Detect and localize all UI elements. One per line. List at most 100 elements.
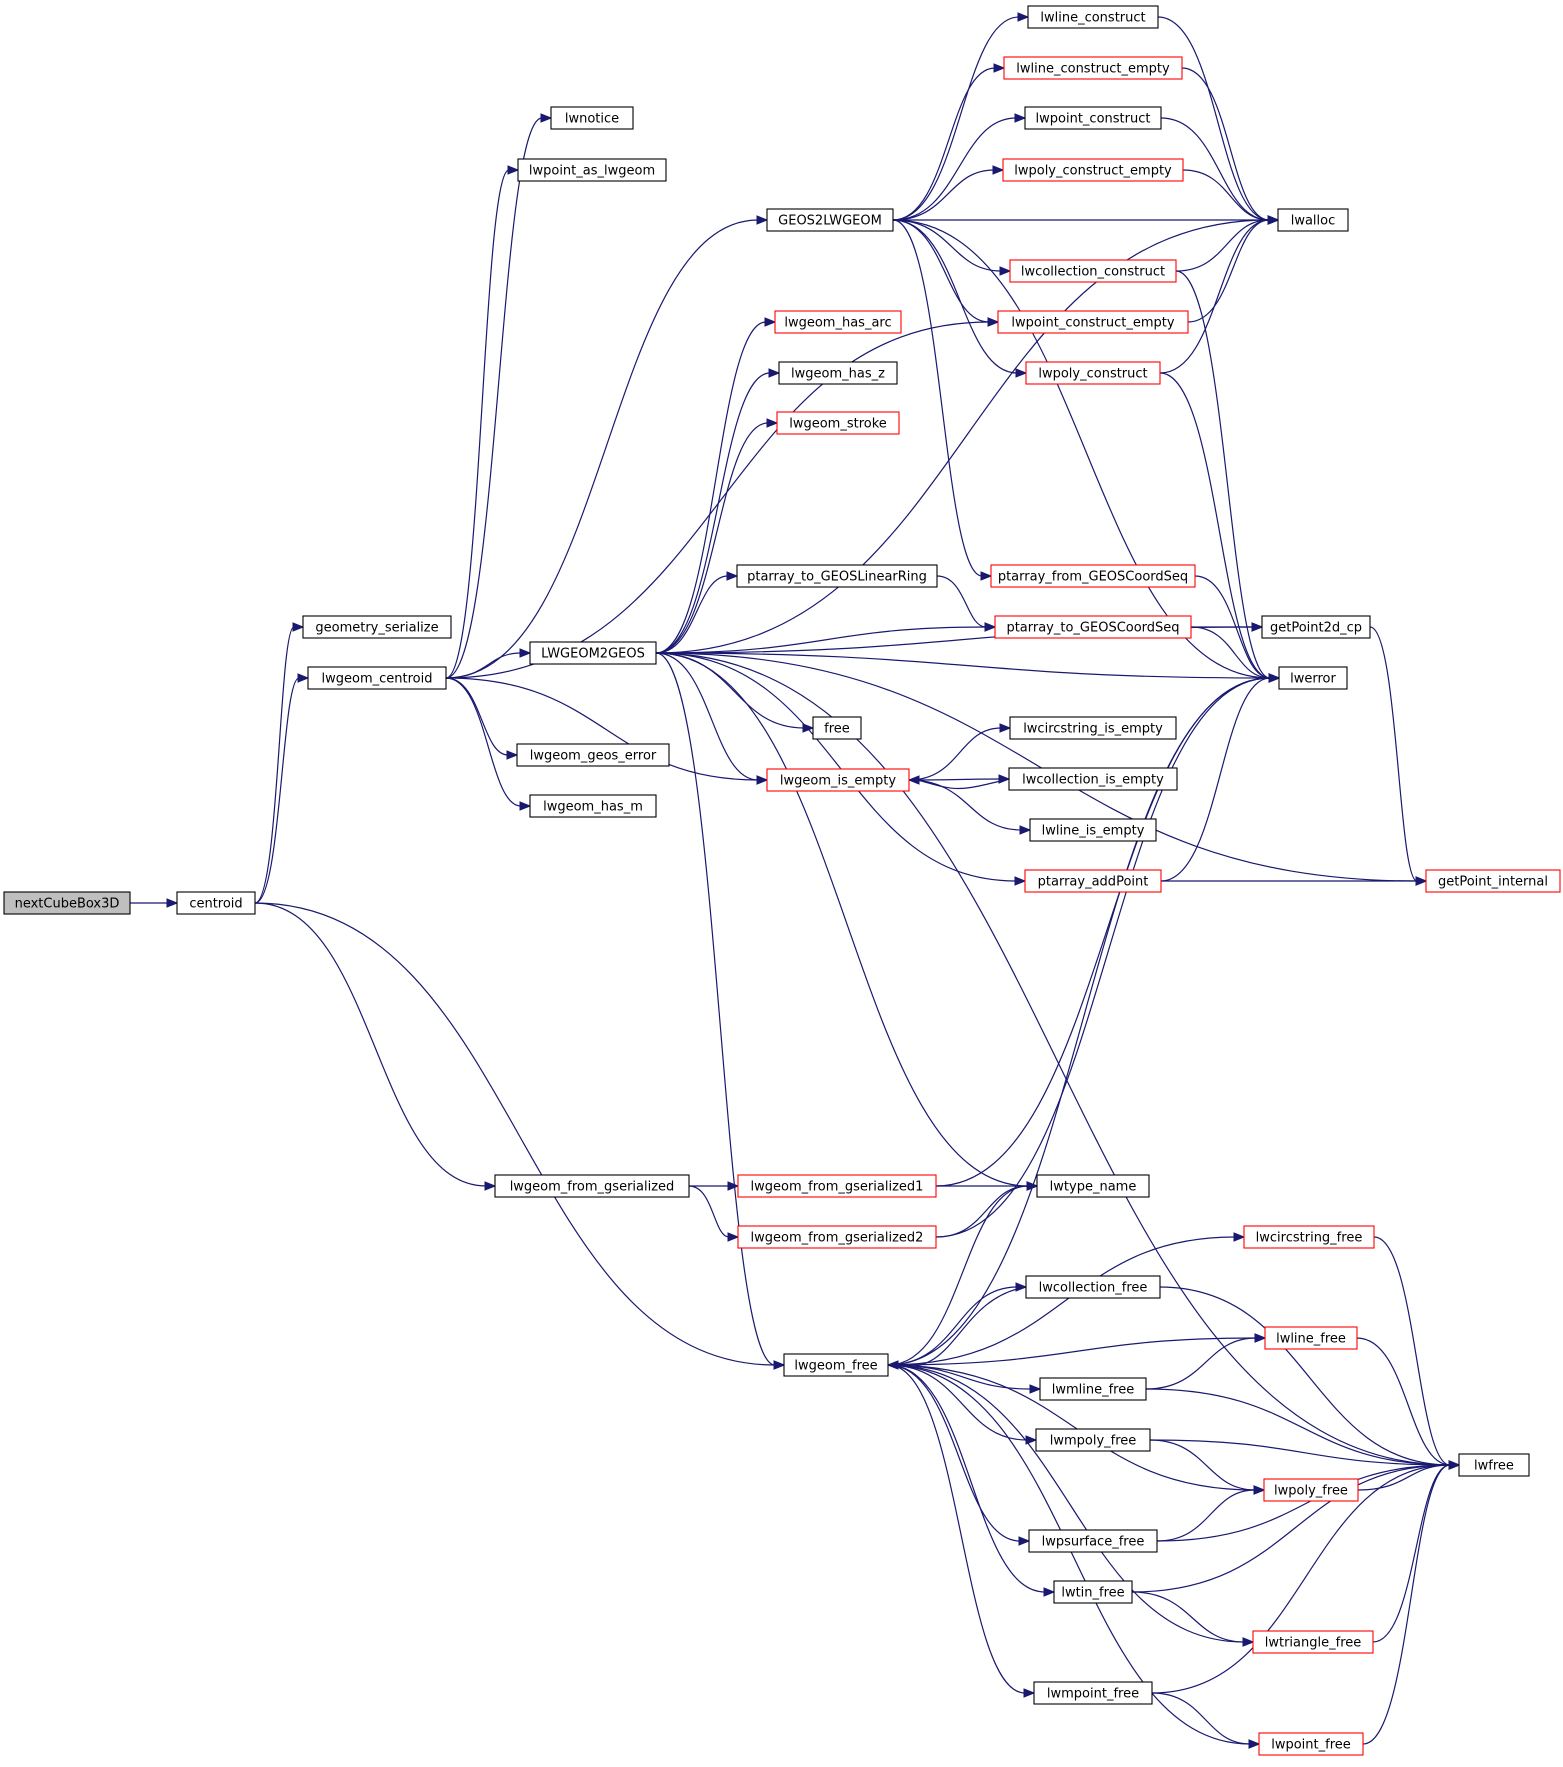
- node-box[interactable]: [1008, 767, 1178, 791]
- node-box[interactable]: [774, 310, 902, 334]
- node-box[interactable]: [529, 794, 657, 818]
- node-box[interactable]: [736, 564, 938, 588]
- node-box[interactable]: [1003, 56, 1183, 80]
- node-lwpoint_as_lwgeom[interactable]: lwpoint_as_lwgeom: [517, 158, 667, 182]
- node-box[interactable]: [550, 106, 634, 130]
- node-box[interactable]: [1002, 158, 1184, 182]
- node-box[interactable]: [994, 615, 1192, 639]
- node-lwnotice[interactable]: lwnotice: [550, 106, 634, 130]
- node-nextCubeBox3D[interactable]: nextCubeBox3D: [3, 891, 131, 915]
- node-lwalloc[interactable]: lwalloc: [1277, 208, 1349, 232]
- node-box[interactable]: [776, 411, 900, 435]
- node-box[interactable]: [516, 743, 670, 767]
- node-lwpoint_free[interactable]: lwpoint_free: [1258, 1732, 1364, 1756]
- node-geometry_serialize[interactable]: geometry_serialize: [302, 615, 452, 639]
- node-lwpoly_free[interactable]: lwpoly_free: [1263, 1478, 1359, 1502]
- node-lwgeom_from_gserialized2[interactable]: lwgeom_from_gserialized2: [737, 1225, 937, 1249]
- node-box[interactable]: [302, 615, 452, 639]
- node-lwcollection_construct[interactable]: lwcollection_construct: [1009, 259, 1177, 283]
- node-lwline_free[interactable]: lwline_free: [1264, 1326, 1358, 1350]
- node-lwgeom_has_arc[interactable]: lwgeom_has_arc: [774, 310, 902, 334]
- node-free[interactable]: free: [812, 716, 862, 740]
- node-box[interactable]: [737, 1174, 937, 1198]
- node-lwgeom_geos_error[interactable]: lwgeom_geos_error: [516, 743, 670, 767]
- node-lwline_construct[interactable]: lwline_construct: [1027, 5, 1159, 29]
- node-box[interactable]: [1028, 1529, 1158, 1553]
- node-lwgeom_centroid[interactable]: lwgeom_centroid: [307, 666, 447, 690]
- node-box[interactable]: [3, 891, 131, 915]
- node-box[interactable]: [997, 310, 1189, 334]
- node-lwmpoly_free[interactable]: lwmpoly_free: [1035, 1428, 1151, 1452]
- node-lwmpoint_free[interactable]: lwmpoint_free: [1033, 1681, 1153, 1705]
- node-lwpoly_construct_empty[interactable]: lwpoly_construct_empty: [1002, 158, 1184, 182]
- node-box[interactable]: [529, 641, 657, 665]
- node-box[interactable]: [1025, 1275, 1161, 1299]
- node-box[interactable]: [1009, 716, 1177, 740]
- node-box[interactable]: [1029, 818, 1157, 842]
- node-box[interactable]: [176, 891, 256, 915]
- node-lwpoint_construct[interactable]: lwpoint_construct: [1024, 106, 1162, 130]
- node-getPoint_internal[interactable]: getPoint_internal: [1425, 869, 1561, 893]
- node-lwgeom_is_empty[interactable]: lwgeom_is_empty: [766, 768, 910, 792]
- node-lwgeom_from_gserialized1[interactable]: lwgeom_from_gserialized1: [737, 1174, 937, 1198]
- node-box[interactable]: [1036, 1174, 1150, 1198]
- node-ptarray_to_GEOSLinearRing[interactable]: ptarray_to_GEOSLinearRing: [736, 564, 938, 588]
- node-lwerror[interactable]: lwerror: [1278, 666, 1348, 690]
- node-lwtin_free[interactable]: lwtin_free: [1053, 1580, 1133, 1604]
- node-box[interactable]: [1009, 259, 1177, 283]
- node-box[interactable]: [778, 361, 898, 385]
- node-box[interactable]: [783, 1353, 889, 1377]
- node-box[interactable]: [1252, 1630, 1374, 1654]
- node-box[interactable]: [990, 564, 1196, 588]
- node-box[interactable]: [766, 208, 894, 232]
- node-GEOS2LWGEOM[interactable]: GEOS2LWGEOM: [766, 208, 894, 232]
- node-box[interactable]: [1277, 208, 1349, 232]
- node-lwcollection_free[interactable]: lwcollection_free: [1025, 1275, 1161, 1299]
- node-box[interactable]: [1261, 615, 1371, 639]
- node-lwcollection_is_empty[interactable]: lwcollection_is_empty: [1008, 767, 1178, 791]
- node-box[interactable]: [307, 666, 447, 690]
- node-box[interactable]: [1024, 106, 1162, 130]
- node-lwline_is_empty[interactable]: lwline_is_empty: [1029, 818, 1157, 842]
- node-box[interactable]: [1458, 1453, 1530, 1477]
- node-lwgeom_has_z[interactable]: lwgeom_has_z: [778, 361, 898, 385]
- node-lwgeom_has_m[interactable]: lwgeom_has_m: [529, 794, 657, 818]
- node-box[interactable]: [494, 1174, 690, 1198]
- node-getPoint2d_cp[interactable]: getPoint2d_cp: [1261, 615, 1371, 639]
- node-box[interactable]: [1425, 869, 1561, 893]
- node-lwpoly_construct[interactable]: lwpoly_construct: [1025, 361, 1161, 385]
- node-box[interactable]: [766, 768, 910, 792]
- node-lwfree[interactable]: lwfree: [1458, 1453, 1530, 1477]
- node-box[interactable]: [1278, 666, 1348, 690]
- node-lwcircstring_free[interactable]: lwcircstring_free: [1243, 1225, 1375, 1249]
- node-lwmline_free[interactable]: lwmline_free: [1039, 1377, 1147, 1401]
- node-box[interactable]: [1033, 1681, 1153, 1705]
- node-box[interactable]: [1027, 5, 1159, 29]
- node-box[interactable]: [1025, 361, 1161, 385]
- node-lwpsurface_free[interactable]: lwpsurface_free: [1028, 1529, 1158, 1553]
- node-box[interactable]: [1053, 1580, 1133, 1604]
- node-lwgeom_stroke[interactable]: lwgeom_stroke: [776, 411, 900, 435]
- node-centroid[interactable]: centroid: [176, 891, 256, 915]
- node-lwtype_name[interactable]: lwtype_name: [1036, 1174, 1150, 1198]
- node-box[interactable]: [737, 1225, 937, 1249]
- node-box[interactable]: [1264, 1326, 1358, 1350]
- node-box[interactable]: [812, 716, 862, 740]
- node-lwpoint_construct_empty[interactable]: lwpoint_construct_empty: [997, 310, 1189, 334]
- node-ptarray_to_GEOSCoordSeq[interactable]: ptarray_to_GEOSCoordSeq: [994, 615, 1192, 639]
- node-lwgeom_free[interactable]: lwgeom_free: [783, 1353, 889, 1377]
- node-lwline_construct_empty[interactable]: lwline_construct_empty: [1003, 56, 1183, 80]
- node-box[interactable]: [1263, 1478, 1359, 1502]
- node-ptarray_addPoint[interactable]: ptarray_addPoint: [1024, 869, 1162, 893]
- node-box[interactable]: [517, 158, 667, 182]
- node-lwtriangle_free[interactable]: lwtriangle_free: [1252, 1630, 1374, 1654]
- node-box[interactable]: [1035, 1428, 1151, 1452]
- node-box[interactable]: [1258, 1732, 1364, 1756]
- node-lwcircstring_is_empty[interactable]: lwcircstring_is_empty: [1009, 716, 1177, 740]
- node-lwgeom_from_gserialized[interactable]: lwgeom_from_gserialized: [494, 1174, 690, 1198]
- node-ptarray_from_GEOSCoordSeq[interactable]: ptarray_from_GEOSCoordSeq: [990, 564, 1196, 588]
- node-box[interactable]: [1024, 869, 1162, 893]
- node-box[interactable]: [1039, 1377, 1147, 1401]
- node-LWGEOM2GEOS[interactable]: LWGEOM2GEOS: [529, 641, 657, 665]
- node-box[interactable]: [1243, 1225, 1375, 1249]
